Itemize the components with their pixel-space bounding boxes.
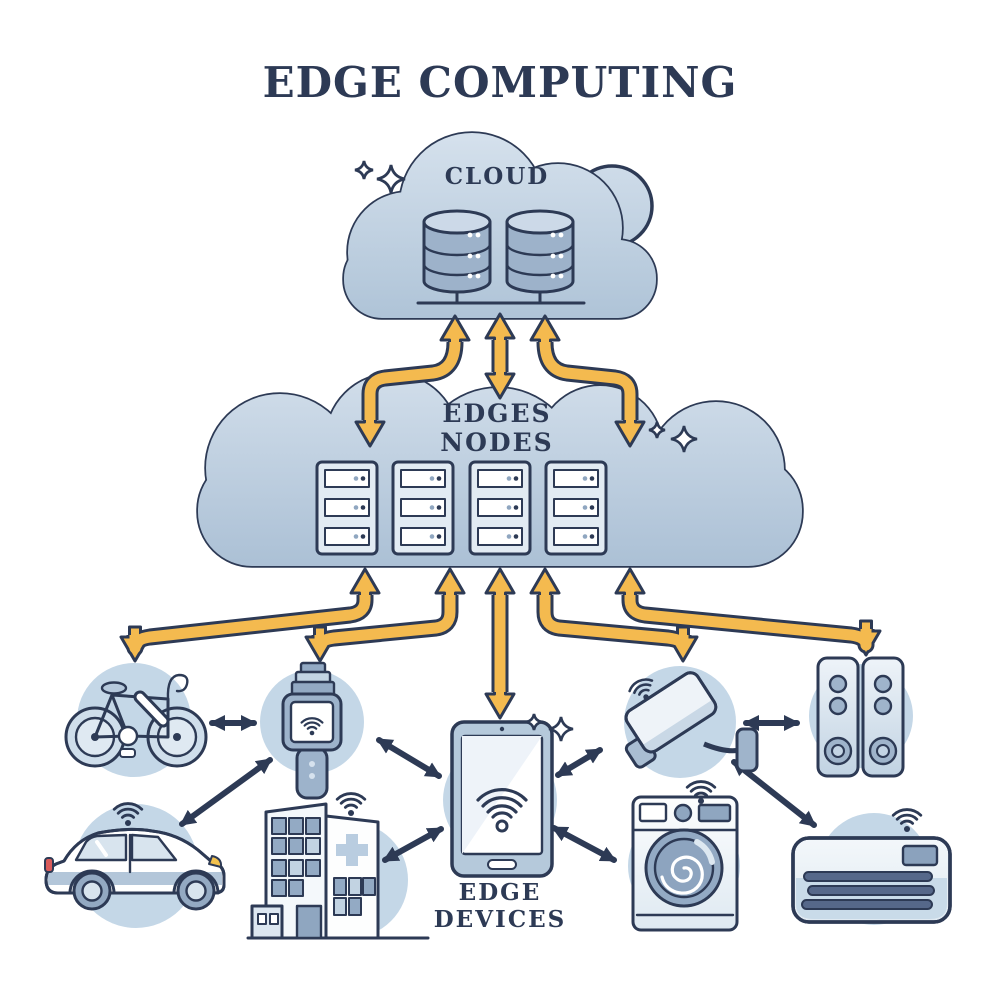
cloud-database-icons: [416, 209, 586, 305]
wifi-icon: [335, 792, 367, 818]
wifi-icon: [476, 788, 528, 819]
hospital-building-icon: [246, 792, 430, 940]
edge-nodes-label-line2: NODES: [440, 428, 554, 457]
speakers-icon: [816, 656, 905, 778]
tablet-icon: [450, 720, 554, 878]
edge-node-servers: [315, 460, 608, 556]
device-link-arrows: [179, 715, 817, 863]
database-icon: [505, 209, 575, 294]
database-icon: [422, 209, 492, 294]
server-rack-icon: [391, 460, 455, 556]
edge-to-device-arrows: [119, 567, 882, 720]
cloud-shape: [342, 131, 658, 320]
sparkle-icon: [355, 161, 373, 179]
medical-cross-icon: [336, 834, 368, 866]
page-title: EDGE COMPUTING: [262, 58, 738, 107]
cloud-label: CLOUD: [444, 163, 550, 190]
server-rack-icon: [544, 460, 608, 556]
edge-devices-label: EDGE DEVICES: [433, 879, 567, 933]
air-conditioner-icon: [791, 808, 952, 924]
edge-nodes-label: EDGES NODES: [397, 399, 597, 457]
connected-car-icon: [44, 802, 226, 911]
edge-nodes-label-line1: EDGES: [442, 399, 552, 428]
bicycle-icon: [64, 673, 208, 768]
server-rack-icon: [468, 460, 532, 556]
security-camera-icon: [624, 671, 759, 773]
washing-machine-icon: [631, 780, 739, 932]
smart-watch-icon: [281, 661, 343, 800]
cloud-to-edge-arrows: [354, 312, 646, 448]
server-rack-icon: [315, 460, 379, 556]
